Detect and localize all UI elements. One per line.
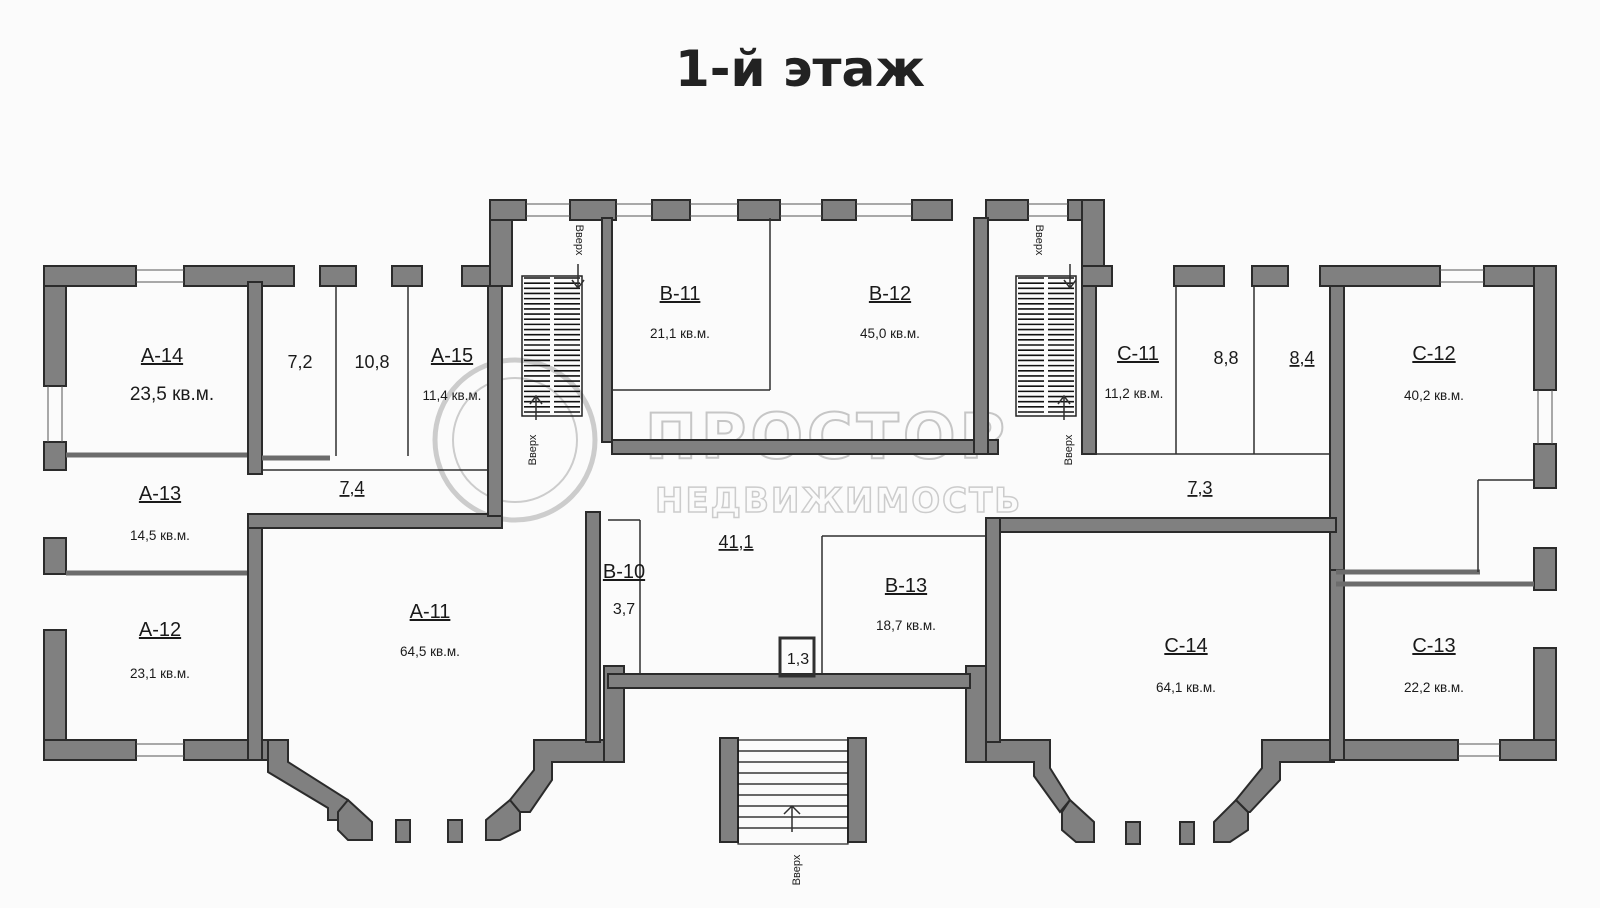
- stair-label: Вверх: [527, 434, 539, 465]
- room-name: А-13: [139, 483, 181, 505]
- room-area: 23,5 кв.м.: [130, 384, 214, 405]
- room-name: С-12: [1412, 343, 1455, 365]
- room-name: А-15: [431, 345, 473, 367]
- room-area: 11,2 кв.м.: [1105, 386, 1164, 401]
- area-8-8: 8,8: [1213, 348, 1238, 368]
- room-b11: В-11 21,1 кв.м.: [650, 283, 710, 341]
- stair-label: Вверх: [1063, 434, 1075, 465]
- watermark: ПРОСТОР НЕДВИЖИМОСТЬ: [432, 357, 1022, 523]
- page-title: 1-й этаж: [674, 40, 926, 98]
- room-name: С-11: [1117, 343, 1159, 365]
- room-area: 21,1 кв.м.: [650, 326, 710, 341]
- stair-label: Вверх: [1033, 225, 1045, 256]
- area-41-1: 41,1: [718, 532, 753, 552]
- room-b12: В-12 45,0 кв.м.: [860, 283, 920, 341]
- entrance-stair-label: Вверх: [791, 854, 803, 885]
- watermark-line2: НЕДВИЖИМОСТЬ: [655, 481, 1022, 521]
- room-a14: А-14 23,5 кв.м.: [130, 345, 214, 405]
- room-a13: А-13 14,5 кв.м.: [130, 483, 190, 543]
- room-c12: С-12 40,2 кв.м.: [1404, 343, 1464, 403]
- room-name: В-12: [869, 283, 911, 305]
- windows: [47, 203, 1553, 757]
- room-area: 45,0 кв.м.: [860, 326, 920, 341]
- room-labels: А-14 23,5 кв.м. А-13 14,5 кв.м. А-12 23,…: [130, 283, 1464, 695]
- stairs-east: [1015, 275, 1077, 417]
- room-name: С-14: [1164, 635, 1207, 657]
- partitions: [66, 217, 1534, 761]
- area-10-8: 10,8: [354, 352, 389, 372]
- stairs-west: [521, 275, 583, 417]
- stair-label: Вверх: [573, 225, 585, 256]
- room-area: 23,1 кв.м.: [130, 666, 190, 681]
- up-arrow-icon: [1057, 394, 1071, 420]
- up-arrow-icon: [571, 264, 585, 290]
- room-b13: В-13 18,7 кв.м.: [876, 575, 936, 633]
- room-area: 11,4 кв.м.: [423, 388, 482, 403]
- room-name: В-13: [885, 575, 927, 597]
- up-arrow-icon: [1063, 264, 1077, 290]
- room-name: В-11: [660, 283, 701, 305]
- stair-arrows: Вверх Вверх Вверх Вверх: [527, 225, 1077, 465]
- room-b10: В-10 3,7: [603, 561, 645, 618]
- watermark-logo-icon: [432, 357, 598, 523]
- area-7-2: 7,2: [287, 352, 312, 372]
- room-c13: С-13 22,2 кв.м.: [1404, 635, 1464, 695]
- room-area: 18,7 кв.м.: [876, 618, 936, 633]
- room-name: А-12: [139, 619, 181, 641]
- room-a11: А-11 64,5 кв.м.: [400, 601, 460, 659]
- entrance-steps: Вверх: [737, 739, 849, 885]
- room-name: А-14: [141, 345, 183, 367]
- stair-steps: [524, 277, 1074, 413]
- room-a15: А-15 11,4 кв.м.: [423, 345, 482, 403]
- room-area: 40,2 кв.м.: [1404, 388, 1464, 403]
- up-arrow-icon: [529, 394, 543, 420]
- up-arrow-icon: [783, 804, 801, 832]
- watermark-line1: ПРОСТОР: [645, 400, 1009, 473]
- area-1-3: 1,3: [787, 651, 809, 668]
- room-area: 14,5 кв.м.: [130, 528, 190, 543]
- room-area: 3,7: [613, 601, 635, 618]
- outer-walls: [43, 199, 1557, 845]
- room-c11: С-11 11,2 кв.м.: [1105, 343, 1164, 401]
- room-area: 64,5 кв.м.: [400, 644, 460, 659]
- room-area: 64,1 кв.м.: [1156, 680, 1216, 695]
- room-name: А-11: [410, 601, 451, 623]
- room-area: 22,2 кв.м.: [1404, 680, 1464, 695]
- room-name: В-10: [603, 561, 645, 583]
- area-8-4: 8,4: [1289, 348, 1314, 368]
- room-name: С-13: [1412, 635, 1455, 657]
- area-7-3: 7,3: [1187, 478, 1212, 498]
- room-a12: А-12 23,1 кв.м.: [130, 619, 190, 681]
- room-c14: С-14 64,1 кв.м.: [1156, 635, 1216, 695]
- area-7-4: 7,4: [339, 478, 364, 498]
